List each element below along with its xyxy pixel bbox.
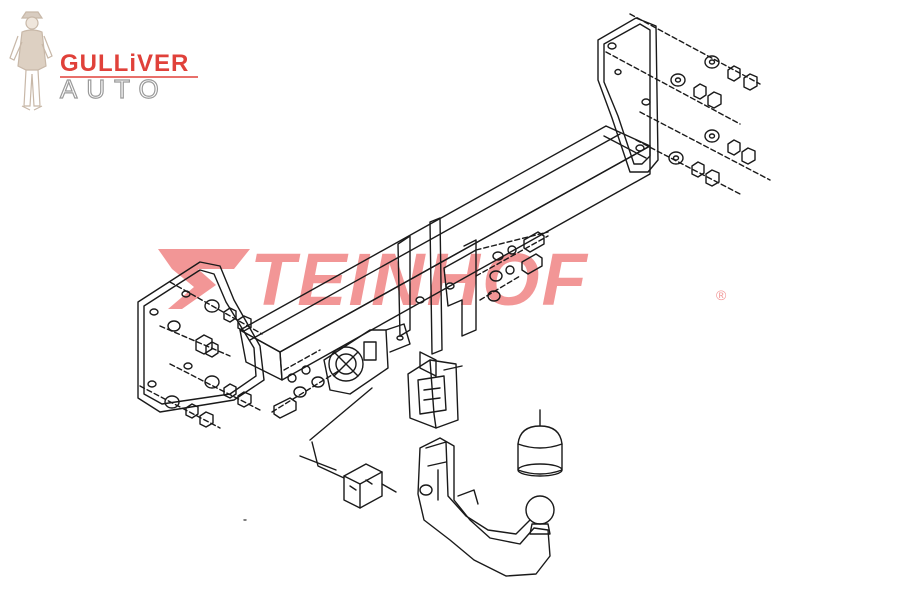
centre-support-bracket-icon [397, 217, 477, 377]
ball-cap-icon [517, 409, 563, 477]
wiring-connector-icon [299, 387, 397, 509]
logo-text-auto: AUTO [59, 73, 168, 104]
gentleman-figure-icon [9, 11, 53, 111]
left-bolt-set-icon [139, 281, 263, 429]
right-bolt-set-icon [605, 13, 771, 195]
logo-divider [60, 76, 198, 78]
gulliver-auto-logo: GULLiVER AUTO [8, 6, 198, 118]
logo-text-gulliver: GULLiVER [60, 50, 190, 77]
ball-receiver-housing-icon [407, 359, 463, 429]
mounting-bracket-right-icon [597, 17, 659, 173]
mounting-bracket-left-icon [137, 261, 265, 413]
registered-mark: ® [716, 287, 727, 303]
socket-plate-icon [323, 323, 411, 395]
tow-bar-crossbeam-icon [239, 125, 651, 381]
steinhof-s-mark-icon [158, 249, 250, 309]
crossbeam-bolt-set-icon [271, 231, 549, 419]
detachable-tow-ball-icon [417, 437, 555, 577]
